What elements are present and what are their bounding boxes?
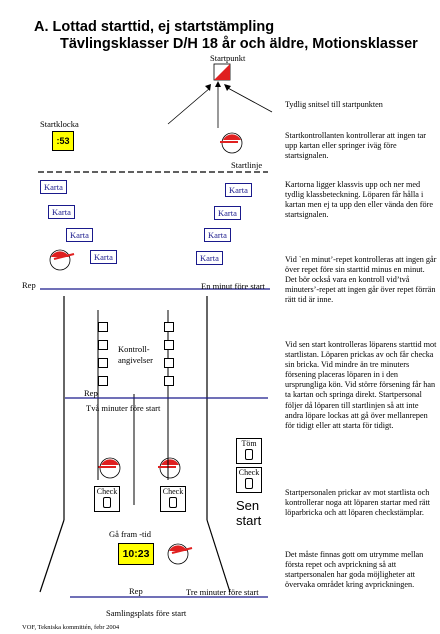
footer-credit: VOF, Tekniska kommittén, febr 2004 xyxy=(22,624,120,631)
control-card xyxy=(164,358,174,368)
map-box: Karta xyxy=(48,205,75,219)
official-head-icon xyxy=(220,132,243,154)
official-head-icon xyxy=(49,249,75,271)
check-label: Check xyxy=(238,468,260,477)
map-box: Karta xyxy=(196,251,223,265)
note-check: Startpersonalen prickar av mot startlist… xyxy=(285,488,431,518)
si-unit-icon xyxy=(245,478,253,489)
check-label: Check xyxy=(96,487,118,496)
check-unit: Check xyxy=(160,486,186,512)
check-unit: Check xyxy=(94,486,120,512)
title-line1: A. Lottad starttid, ej startstämpling xyxy=(34,19,275,35)
rope-label: Rep xyxy=(22,280,36,290)
check-label: Check xyxy=(162,487,184,496)
go-forward-clock: 10:23 xyxy=(118,543,154,565)
note-one-minute: Vid `en minut’-repet kontrolleras att in… xyxy=(285,255,437,305)
rope-label: Rep xyxy=(84,388,98,398)
check-unit: Check xyxy=(236,467,262,493)
si-unit-icon xyxy=(169,497,177,508)
map-box: Karta xyxy=(66,228,93,242)
map-box: Karta xyxy=(204,228,231,242)
start-clock-label: Startklocka xyxy=(40,119,79,129)
three-minutes-label: Tre minuter före start xyxy=(186,587,259,597)
control-card xyxy=(98,358,108,368)
control-card xyxy=(164,376,174,386)
start-point-label: Startpunkt xyxy=(210,53,246,63)
map-box: Karta xyxy=(90,250,117,264)
official-head-icon xyxy=(167,543,193,565)
si-unit-icon xyxy=(103,497,111,508)
map-box: Karta xyxy=(225,183,252,197)
clear-unit: Töm xyxy=(236,438,262,464)
control-descriptions-label: Kontroll- angivelser xyxy=(118,344,153,365)
control-card xyxy=(98,340,108,350)
rope-label: Rep xyxy=(129,586,143,596)
one-minute-label: En minut före start xyxy=(201,281,265,291)
start-flag-icon xyxy=(213,63,231,81)
start-line-label: Startlinje xyxy=(231,160,263,170)
late-start-label: Sen start xyxy=(236,498,262,528)
start-clock: :53 xyxy=(52,131,74,151)
assembly-label: Samlingsplats före start xyxy=(106,608,187,618)
note-maps: Kartorna ligger klassvis upp och ner med… xyxy=(285,180,433,220)
note-start-control: Startkontrollanten kontrollerar att inge… xyxy=(285,131,426,161)
control-card xyxy=(164,340,174,350)
si-unit-icon xyxy=(245,449,253,460)
note-space: Det måste finnas gott om utrymme mellan … xyxy=(285,550,424,590)
note-late-start: Vid sen start kontrolleras löparens star… xyxy=(285,340,437,430)
control-card xyxy=(164,322,174,332)
map-box: Karta xyxy=(40,180,67,194)
note-trail: Tydlig snitsel till startpunkten xyxy=(285,100,383,109)
control-card xyxy=(98,322,108,332)
map-box: Karta xyxy=(214,206,241,220)
clear-label: Töm xyxy=(241,439,257,448)
official-head-icon xyxy=(158,457,181,479)
control-card xyxy=(98,376,108,386)
title-line2: Tävlingsklasser D/H 18 år och äldre, Mot… xyxy=(60,36,418,52)
official-head-icon xyxy=(98,457,121,479)
go-forward-label: Gå fram -tid xyxy=(109,529,152,539)
two-minutes-label: Två minuter före start xyxy=(86,403,161,413)
